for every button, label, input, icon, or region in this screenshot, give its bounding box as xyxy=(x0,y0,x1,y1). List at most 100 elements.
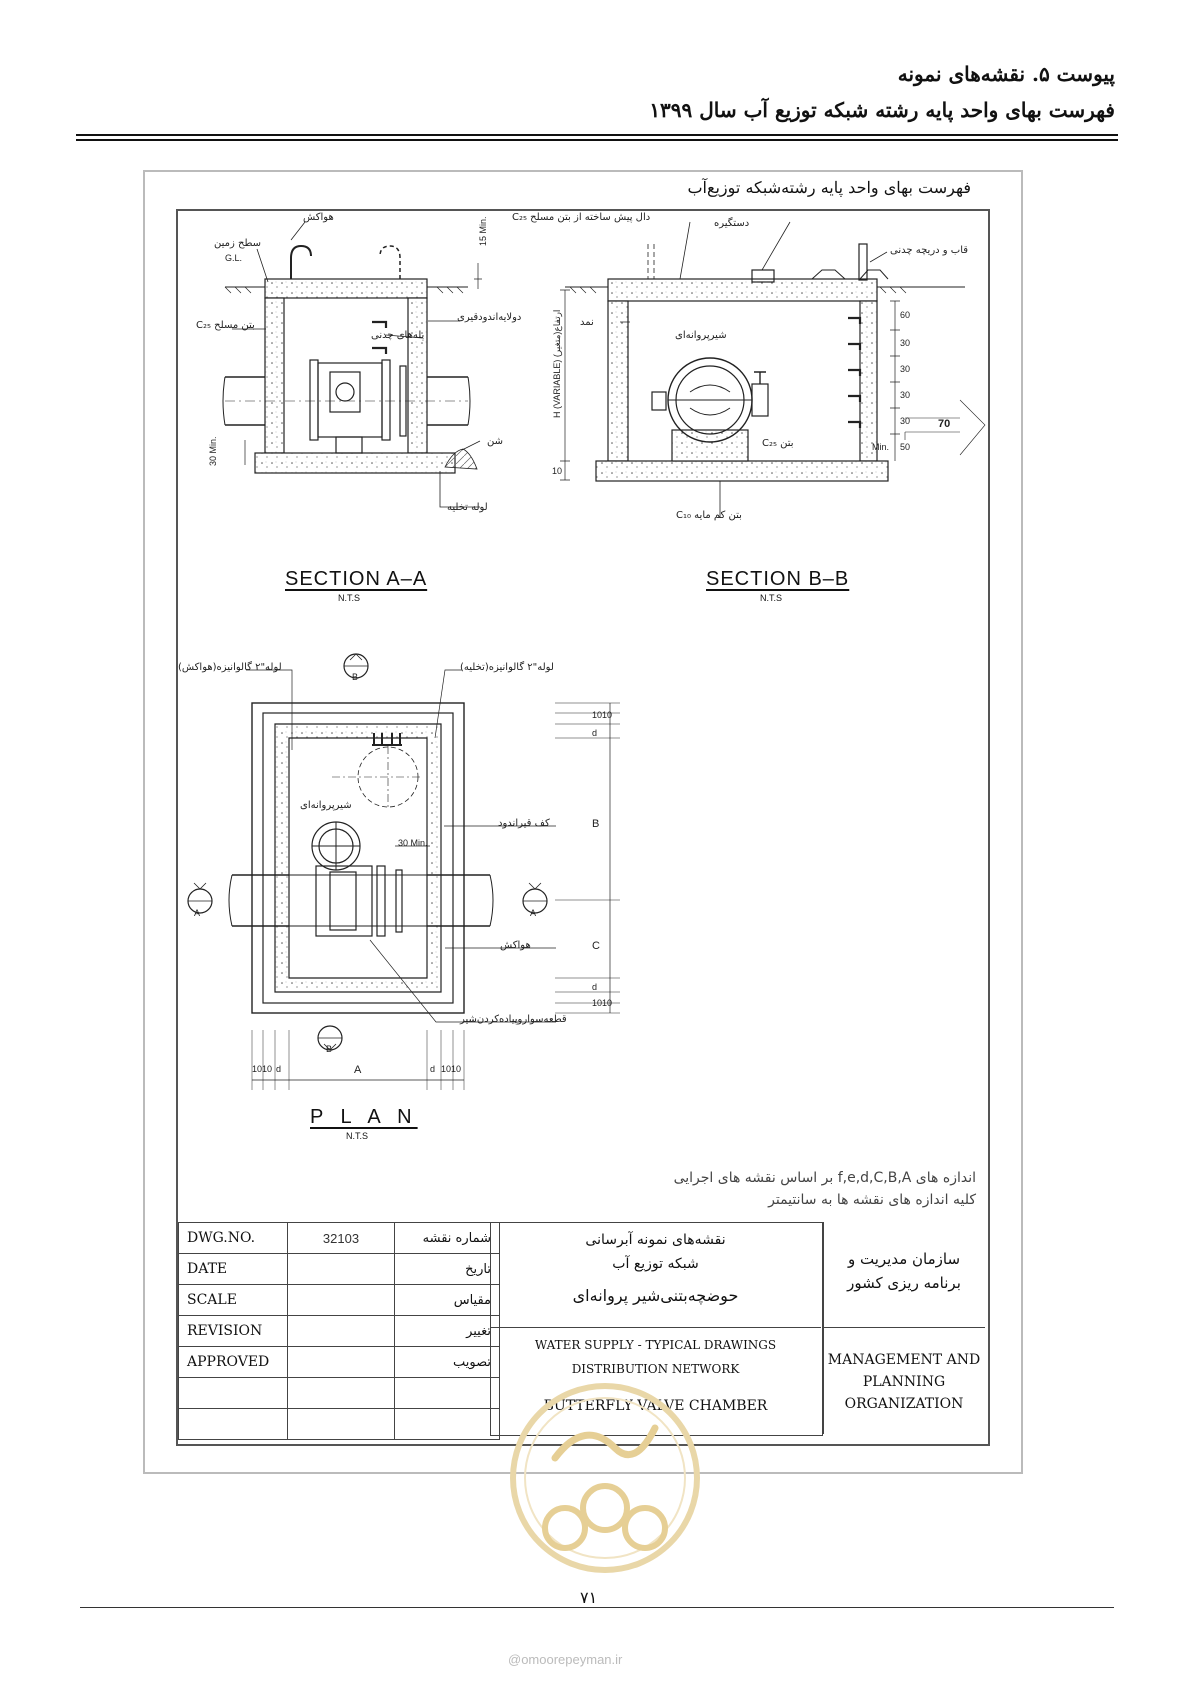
plan-dim-1010-right: 1010 xyxy=(441,1064,462,1074)
sb-dim-10: 10 xyxy=(552,466,563,476)
plan-dim-a: A xyxy=(354,1064,362,1076)
watermark-logo xyxy=(510,1383,700,1573)
title-block-row: SCALE مقیاس xyxy=(178,1284,500,1316)
plan-piece-label: قطعه‌سوارو‌پیاده‌کردن‌شیر xyxy=(460,1014,567,1025)
en-title-3: BUTTERFLY VALVE CHAMBER xyxy=(543,1398,768,1414)
page-header-subtitle: فهرست بهای واحد پایه رشته شبکه توزیع آب … xyxy=(649,98,1115,122)
section-a-a-title: SECTION A–A xyxy=(285,568,428,590)
sb-lean-label: بتن کم مایه C₁₀ xyxy=(676,510,742,521)
date-value xyxy=(287,1253,395,1285)
sb-dim-30a: 30 xyxy=(900,338,911,348)
sb-felt-label: نمد xyxy=(580,317,594,328)
sb-dim-50: 50 xyxy=(900,442,911,452)
approved-label: APPROVED xyxy=(178,1346,288,1378)
sb-dim-60: 60 xyxy=(900,310,911,320)
org-en-3: ORGANIZATION xyxy=(844,1396,964,1412)
note-dimensions-2: کلیه اندازه های نقشه ها به سانتیمتر xyxy=(768,1192,976,1208)
title-block-row xyxy=(178,1377,500,1409)
sheet-title: فهرست بهای واحد پایه رشته‌شبکه توزیع‌آب xyxy=(687,178,971,197)
scale-value xyxy=(287,1284,395,1316)
sb-valve-label: شیرپروانه‌ای xyxy=(675,330,727,341)
header-rule-double xyxy=(76,139,1118,141)
sb-dim-30c: 30 xyxy=(900,390,911,400)
plan-dim-d-right: d xyxy=(430,1064,436,1074)
approved-value xyxy=(287,1346,395,1378)
title-block-row: REVISION تغییر xyxy=(178,1315,500,1347)
blank-cell xyxy=(394,1408,500,1440)
section-a-a-drawing xyxy=(222,221,482,508)
sa-ground-label: سطح زمین xyxy=(214,238,262,249)
approved-label-fa: تصویب xyxy=(394,1346,500,1378)
section-b-b-title: SECTION B–B xyxy=(706,568,850,590)
blank-cell xyxy=(394,1377,500,1409)
plan-pipe-drain-label: لوله"۲ گالوانیزه(تخلیه) xyxy=(460,662,554,673)
plan-dim-1010-top: 1010 xyxy=(592,710,613,720)
footer-rule xyxy=(80,1607,1114,1608)
sb-frame-label: قاب و دریچه چدنی xyxy=(890,245,969,256)
header-rule xyxy=(76,134,1118,136)
sa-concrete-label: بتن مسلح C₂₅ xyxy=(196,320,255,331)
plan-marker-b-bottom: B xyxy=(326,1044,333,1054)
fa-title-1: نقشه‌های نمونه آبرسانی xyxy=(585,1232,726,1248)
section-b-b-drawing xyxy=(560,221,986,517)
sb-slab-label: دال پیش ساخته از بتن مسلح C₂₅ xyxy=(512,212,651,223)
title-block-center-divider xyxy=(490,1327,821,1328)
scale-label-fa: مقیاس xyxy=(394,1284,500,1316)
sa-gravel-label: شن xyxy=(487,436,503,447)
plan-valve-label: شیرپروانه‌ای xyxy=(300,800,352,811)
en-title-2: DISTRIBUTION NETWORK xyxy=(571,1362,740,1376)
revision-label: REVISION xyxy=(178,1315,288,1347)
blank-cell xyxy=(287,1377,395,1409)
site-watermark: @omoorepeyman.ir xyxy=(508,1652,623,1667)
page-number: ۷۱ xyxy=(580,1588,598,1607)
fa-title-2: شبکه توزیع آب xyxy=(612,1256,699,1272)
plan-marker-b-top: B xyxy=(352,672,359,682)
sa-steps-label: پله‌های چدنی xyxy=(371,330,425,341)
plan-title: P L A N xyxy=(310,1106,418,1128)
plan-dim-b: B xyxy=(592,818,600,830)
title-block-row: APPROVED تصویب xyxy=(178,1346,500,1378)
plan-marker-a-right: A xyxy=(530,908,537,918)
sb-min-label: Min. xyxy=(872,442,890,452)
section-b-b-scale: N.T.S xyxy=(760,593,783,603)
org-en-2: PLANNING xyxy=(862,1374,946,1390)
sa-drain-label: لوله تخلیه xyxy=(447,502,488,513)
dwg-no-label-fa: شماره نقشه xyxy=(394,1222,500,1254)
date-label-fa: تاریخ xyxy=(394,1253,500,1285)
title-block-table: DWG.NO. 32103 شماره نقشه DATE تاریخ SCAL… xyxy=(178,1222,500,1440)
note-dimensions-1: اندازه های f,e,d,C,B,A بر اساس نقشه های … xyxy=(673,1170,976,1186)
sb-height-label: H (VARIABLE) ارتفاع(متغیر) xyxy=(552,309,562,418)
plan-drawing xyxy=(187,653,620,1090)
sb-dim-30d: 30 xyxy=(900,416,911,426)
title-block-org-divider xyxy=(823,1327,985,1328)
sb-dim-30b: 30 xyxy=(900,364,911,374)
org-fa-1: سازمان مدیریت و xyxy=(847,1250,961,1268)
plan-dim-1010-left: 1010 xyxy=(252,1064,273,1074)
plan-marker-a-left: A xyxy=(194,908,201,918)
title-block-row: DWG.NO. 32103 شماره نقشه xyxy=(178,1222,500,1254)
blank-cell xyxy=(178,1377,288,1409)
title-block-org xyxy=(823,1222,986,1434)
blank-cell xyxy=(178,1408,288,1440)
plan-dim-d-left: d xyxy=(276,1064,282,1074)
plan-air-label: هواکش xyxy=(500,940,531,951)
sb-concrete-base-label: بتن C₂₅ xyxy=(762,438,794,449)
fa-title-3: حوضچه‌بتنی‌شیر پروانه‌ای xyxy=(572,1286,739,1305)
plan-pipe-air-label: لوله"۲ گالوانیزه(هواکش) xyxy=(178,662,282,673)
org-fa-2: برنامه ریزی کشور xyxy=(847,1274,961,1292)
org-en-1: MANAGEMENT AND xyxy=(827,1352,981,1368)
drawing-frame xyxy=(176,209,990,1446)
plan-floor-label: کف قیراندود xyxy=(498,818,550,829)
revision-value xyxy=(287,1315,395,1347)
section-a-a-scale: N.T.S xyxy=(338,593,361,603)
sa-min30-label: 30 Min. xyxy=(208,436,218,466)
blank-cell xyxy=(287,1408,395,1440)
plan-dim-d-top: d xyxy=(592,728,598,738)
title-block-row xyxy=(178,1408,500,1440)
plan-dim-c: C xyxy=(592,940,600,952)
plan-min30-label: 30 Min. xyxy=(398,838,428,848)
sb-dim-70: 70 xyxy=(938,418,951,430)
sa-air-label: هواکش xyxy=(303,212,334,223)
title-block-center xyxy=(490,1222,823,1436)
